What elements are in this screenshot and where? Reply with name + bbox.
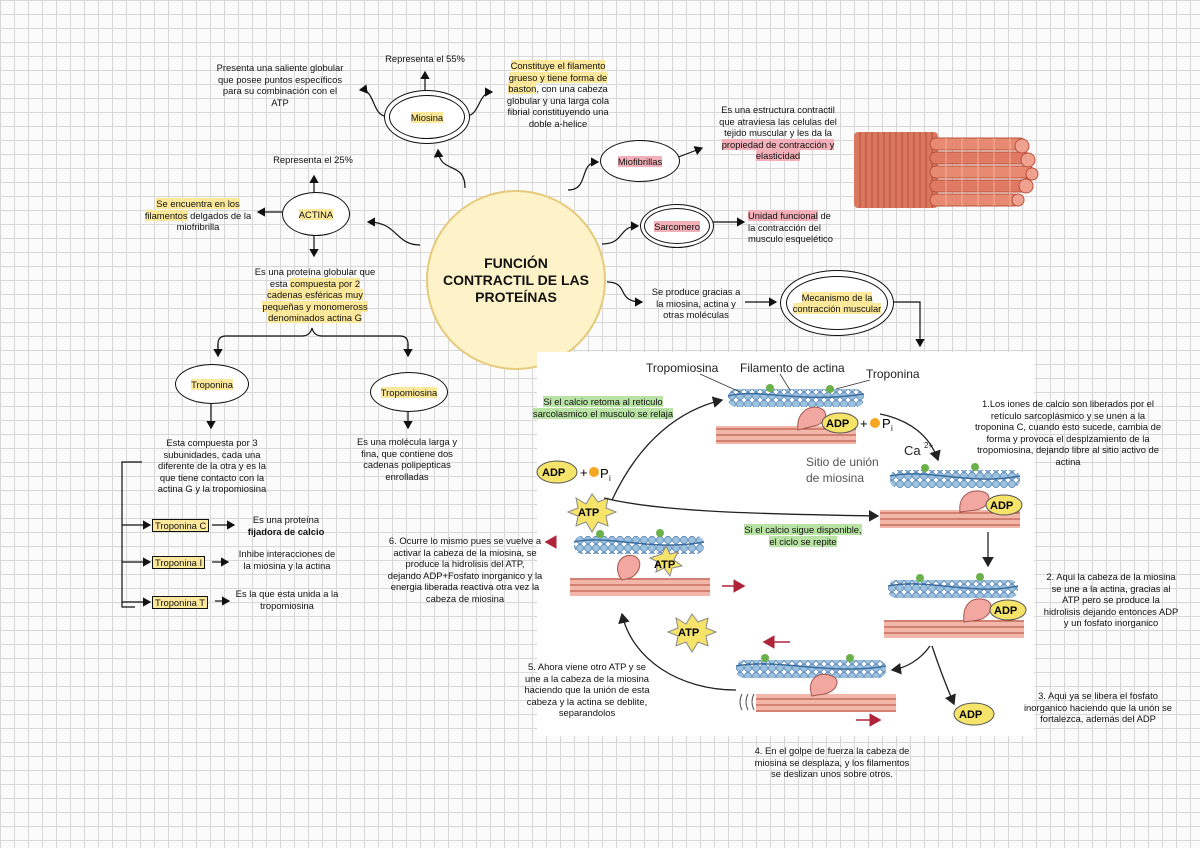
actina-node: ACTINA [282, 192, 350, 236]
center-title-line: FUNCIÓN [484, 254, 548, 271]
svg-text:ATP: ATP [678, 627, 699, 639]
adp-free: ADP [953, 702, 995, 726]
svg-text:P: P [882, 416, 891, 431]
label-ca-sup: 2+ [924, 441, 933, 450]
label-tropomiosina: Tropomiosina [646, 361, 719, 375]
label-sitio-1: Sitio de unión [806, 455, 879, 469]
svg-text:P: P [600, 466, 609, 481]
troponina-c-label: Troponina C [152, 519, 210, 532]
atp-burst-bottom: ATP [666, 613, 718, 653]
adp-pi-left: ADP + P i [536, 460, 611, 484]
svg-text:ADP: ADP [994, 605, 1017, 617]
troponina-c-text: Es una proteína fijadora de calcio [247, 514, 325, 537]
muscle-fiber-illustration [854, 132, 1039, 208]
tropomiosina-label: Tropomiosina [380, 386, 438, 398]
svg-text:i: i [891, 424, 893, 433]
troponina-t-label: Troponina T [152, 596, 209, 609]
troponina-i-label: Troponina I [152, 556, 206, 569]
center-node: FUNCIÓN CONTRACTIL DE LAS PROTEÍNAS [426, 190, 606, 370]
atp-burst-left: ATP [566, 493, 618, 533]
filament-bottom [735, 654, 896, 712]
filament-right: ADP [880, 463, 1023, 528]
center-title-line: PROTEÍNAS [475, 288, 557, 305]
miosina-label: Miosina [410, 111, 444, 123]
filament-left: ATP [570, 529, 710, 596]
miofibrillas-node: Miofibrillas [600, 140, 680, 182]
center-title-line: CONTRACTIL DE LAS [443, 271, 589, 288]
label-filamento: Filamento de actina [740, 361, 845, 375]
miosina-percent: Representa el 55% [385, 53, 465, 64]
label-ca: Ca [904, 443, 921, 458]
sarcomero-node: Sarcomero [640, 204, 714, 248]
miosina-right-text: Constituye el filamento grueso y tiene f… [506, 60, 610, 129]
actina-left-text: Se encuentra en los filamentos delgados … [144, 198, 252, 232]
miosina-node: Miosina [384, 90, 470, 144]
miofibrillas-label: Miofibrillas [617, 155, 663, 167]
svg-text:i: i [609, 474, 611, 483]
troponina-node: Troponina [175, 364, 249, 404]
troponina-label: Troponina [191, 378, 233, 390]
svg-text:ATP: ATP [578, 507, 599, 519]
svg-text:ADP: ADP [959, 709, 982, 721]
svg-text:ADP: ADP [542, 467, 565, 479]
svg-text:+: + [860, 416, 868, 431]
filament-top [716, 384, 865, 444]
sarcomero-label: Sarcomero [654, 220, 700, 232]
label-troponina: Troponina [866, 367, 920, 381]
actina-below-text: Es una proteína globular que esta compue… [254, 266, 376, 323]
actina-label: ACTINA [298, 208, 334, 220]
adp-pi-top: ADP + P i [821, 412, 893, 434]
step-1-text: 1.Los iones de calcio son liberados por … [974, 398, 1162, 467]
svg-text:ADP: ADP [990, 500, 1013, 512]
svg-text:+: + [580, 465, 588, 480]
filament-right-mid: ADP [884, 573, 1027, 638]
tropomiosina-node: Tropomiosina [370, 372, 448, 412]
label-sitio-2: de miosina [806, 471, 864, 485]
mecanismo-node: Mecanismo de la contracción muscular [780, 270, 894, 336]
green-note-relax: Si el calcio retoma al reticulo sarcolas… [532, 396, 674, 419]
green-note-repeat: Si el calcio sigue disponible, el ciclo … [744, 524, 862, 547]
actina-percent: Representa el 25% [273, 154, 353, 165]
svg-text:ADP: ADP [826, 418, 849, 430]
svg-text:ATP: ATP [654, 559, 675, 571]
mecanismo-label: contracción muscular [792, 303, 882, 314]
mecanismo-label: Mecanismo de la [801, 292, 873, 303]
